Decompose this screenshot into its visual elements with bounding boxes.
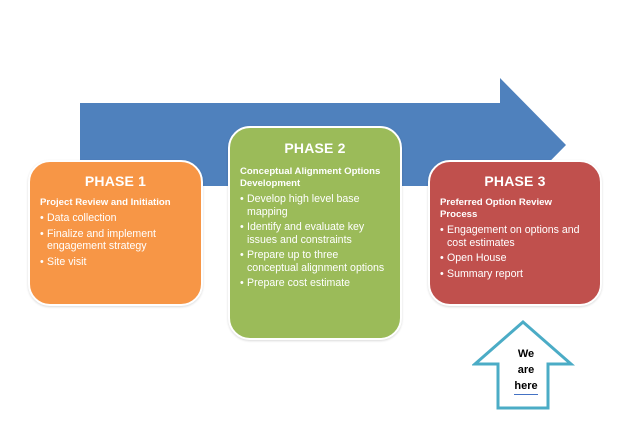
list-item: Engagement on options and cost estimates <box>440 224 590 249</box>
list-item: Summary report <box>440 268 590 281</box>
list-item: Prepare up to three conceptual alignment… <box>240 249 390 274</box>
phase-1-box: PHASE 1 Project Review and Initiation Da… <box>28 160 203 306</box>
phase-3-box: PHASE 3 Preferred Option Review Process … <box>428 160 602 306</box>
phase-1-subtitle: Project Review and Initiation <box>40 197 171 208</box>
marker-word: We <box>517 348 535 360</box>
list-item: Prepare cost estimate <box>240 277 390 290</box>
list-item: Site visit <box>40 256 191 269</box>
phase-2-box: PHASE 2 Conceptual Alignment Options Dev… <box>228 126 402 340</box>
phase-1-list: Data collection Finalize and implement e… <box>40 212 191 268</box>
phase-3-title: PHASE 3 <box>484 173 546 189</box>
phase-2-subtitle: Conceptual Alignment Options Development <box>240 166 381 189</box>
list-item: Finalize and implement engagement strate… <box>40 228 191 253</box>
phase-1-title: PHASE 1 <box>84 173 147 189</box>
list-item: Data collection <box>40 212 191 225</box>
phase-3-subtitle: Preferred Option Review Process <box>440 197 552 220</box>
we-are-here-marker: We are here <box>496 346 556 395</box>
list-item: Develop high level base mapping <box>240 193 390 218</box>
list-item: Identify and evaluate key issues and con… <box>240 221 390 246</box>
up-arrow-icon <box>472 320 575 410</box>
phase-2-list: Develop high level base mapping Identify… <box>240 193 390 290</box>
marker-word: are <box>517 364 535 376</box>
phase-2-title: PHASE 2 <box>284 140 346 156</box>
marker-word: here <box>514 378 538 395</box>
phase-3-list: Engagement on options and cost estimates… <box>440 224 590 280</box>
list-item: Open House <box>440 252 590 265</box>
